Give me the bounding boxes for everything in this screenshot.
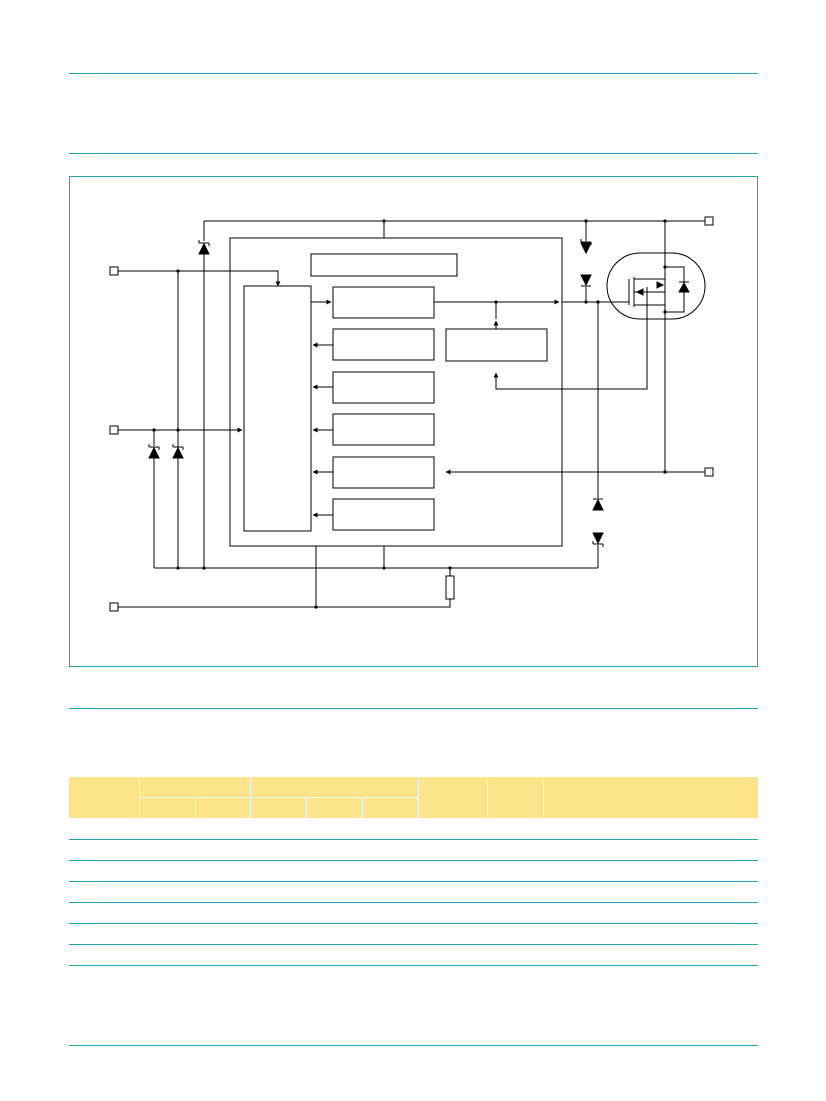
header-cell-5 <box>487 777 544 818</box>
section-rule <box>69 153 758 154</box>
function-block-3 <box>332 371 435 404</box>
top-rule <box>69 73 758 74</box>
subheader-cell-4 <box>306 797 363 818</box>
driver-block <box>445 328 548 362</box>
header-cell-1 <box>69 777 140 818</box>
zener-diode-bottom-1 <box>592 498 604 511</box>
table-section-rule <box>69 708 758 709</box>
table-body <box>69 818 759 966</box>
function-block-5 <box>332 456 435 489</box>
function-block-6 <box>332 498 435 531</box>
header-cell-3 <box>250 777 419 798</box>
zener-diode-bottom-2 <box>592 532 604 545</box>
table-row <box>69 902 759 924</box>
pin-square-input-2 <box>109 425 119 435</box>
zener-diode-top-right-2 <box>580 274 592 287</box>
ic-boundary <box>229 237 563 547</box>
table-row <box>69 944 759 966</box>
subheader-cell-2 <box>195 797 251 818</box>
header-cell-4 <box>418 777 488 818</box>
protection-diode-left-2 <box>172 446 184 459</box>
function-block-2 <box>332 328 435 361</box>
power-mosfet-outline <box>606 252 706 320</box>
pin-square-ground <box>109 602 119 612</box>
protection-diode-left-1 <box>148 446 160 459</box>
top-block <box>310 253 458 277</box>
table-row <box>69 839 759 861</box>
table-row <box>69 923 759 945</box>
table-row <box>69 881 759 903</box>
pin-square-sense <box>704 467 714 477</box>
footer-rule <box>69 1045 758 1046</box>
input-line-1 <box>118 270 281 287</box>
body-diode <box>678 281 690 293</box>
subheader-cell-3 <box>250 797 307 818</box>
table-section <box>69 777 759 966</box>
data-table <box>69 777 759 966</box>
function-block-4 <box>332 413 435 446</box>
table-row <box>69 818 759 840</box>
pin-square-input-1 <box>109 266 119 276</box>
table-row <box>69 860 759 882</box>
control-column-block <box>243 285 312 532</box>
resistor <box>445 575 455 600</box>
zener-diode-top-right <box>580 242 592 255</box>
protection-diode-top-left <box>198 242 210 255</box>
subheader-cell-5 <box>362 797 419 818</box>
header-cell-6 <box>543 777 759 818</box>
header-cell-2 <box>139 777 251 798</box>
pin-square-supply <box>704 216 714 226</box>
subheader-cell-1 <box>139 797 196 818</box>
block-diagram <box>109 216 714 612</box>
block-diagram-figure <box>69 176 758 667</box>
function-block-1 <box>332 286 435 319</box>
